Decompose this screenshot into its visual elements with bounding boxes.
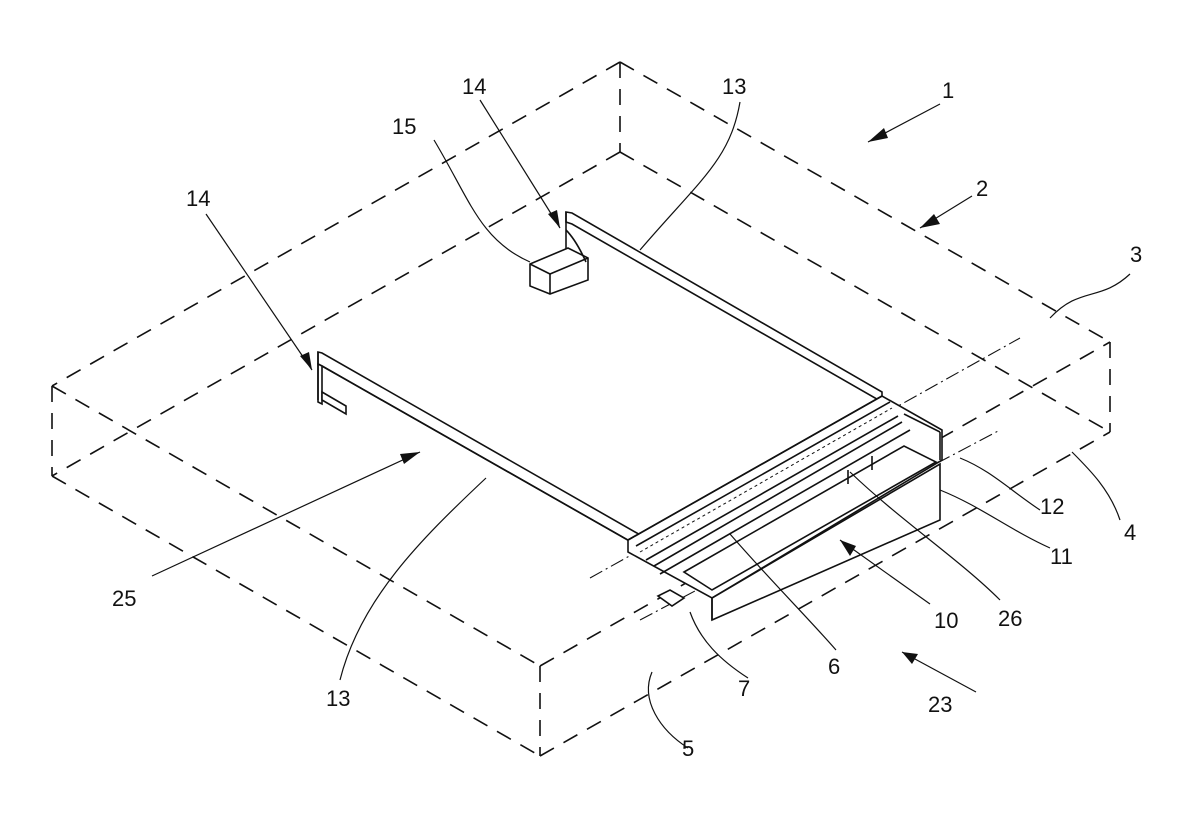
label-2: 2 <box>976 176 988 201</box>
label-10: 10 <box>934 608 958 633</box>
frame-left-arm <box>317 350 685 574</box>
label-14-top: 14 <box>462 74 486 99</box>
label-14-left: 14 <box>186 186 210 211</box>
label-4: 4 <box>1124 520 1136 545</box>
label-5: 5 <box>682 736 694 761</box>
reference-labels: 1 2 3 4 5 6 7 10 11 12 13 13 14 14 15 23… <box>112 74 1142 761</box>
label-12: 12 <box>1040 494 1064 519</box>
label-15: 15 <box>392 114 416 139</box>
label-3: 3 <box>1130 242 1142 267</box>
leader-lines <box>151 99 1131 749</box>
label-26: 26 <box>998 606 1022 631</box>
label-11: 11 <box>1050 544 1073 569</box>
label-13-top: 13 <box>722 74 746 99</box>
label-7: 7 <box>738 676 750 701</box>
label-13-bottom: 13 <box>326 686 350 711</box>
frame-front-member <box>627 395 943 622</box>
label-25: 25 <box>112 586 136 611</box>
housing-outline <box>51 61 1111 757</box>
label-6: 6 <box>828 654 840 679</box>
label-1: 1 <box>942 78 954 103</box>
label-23: 23 <box>928 692 952 717</box>
frame-right-arm <box>529 211 883 404</box>
